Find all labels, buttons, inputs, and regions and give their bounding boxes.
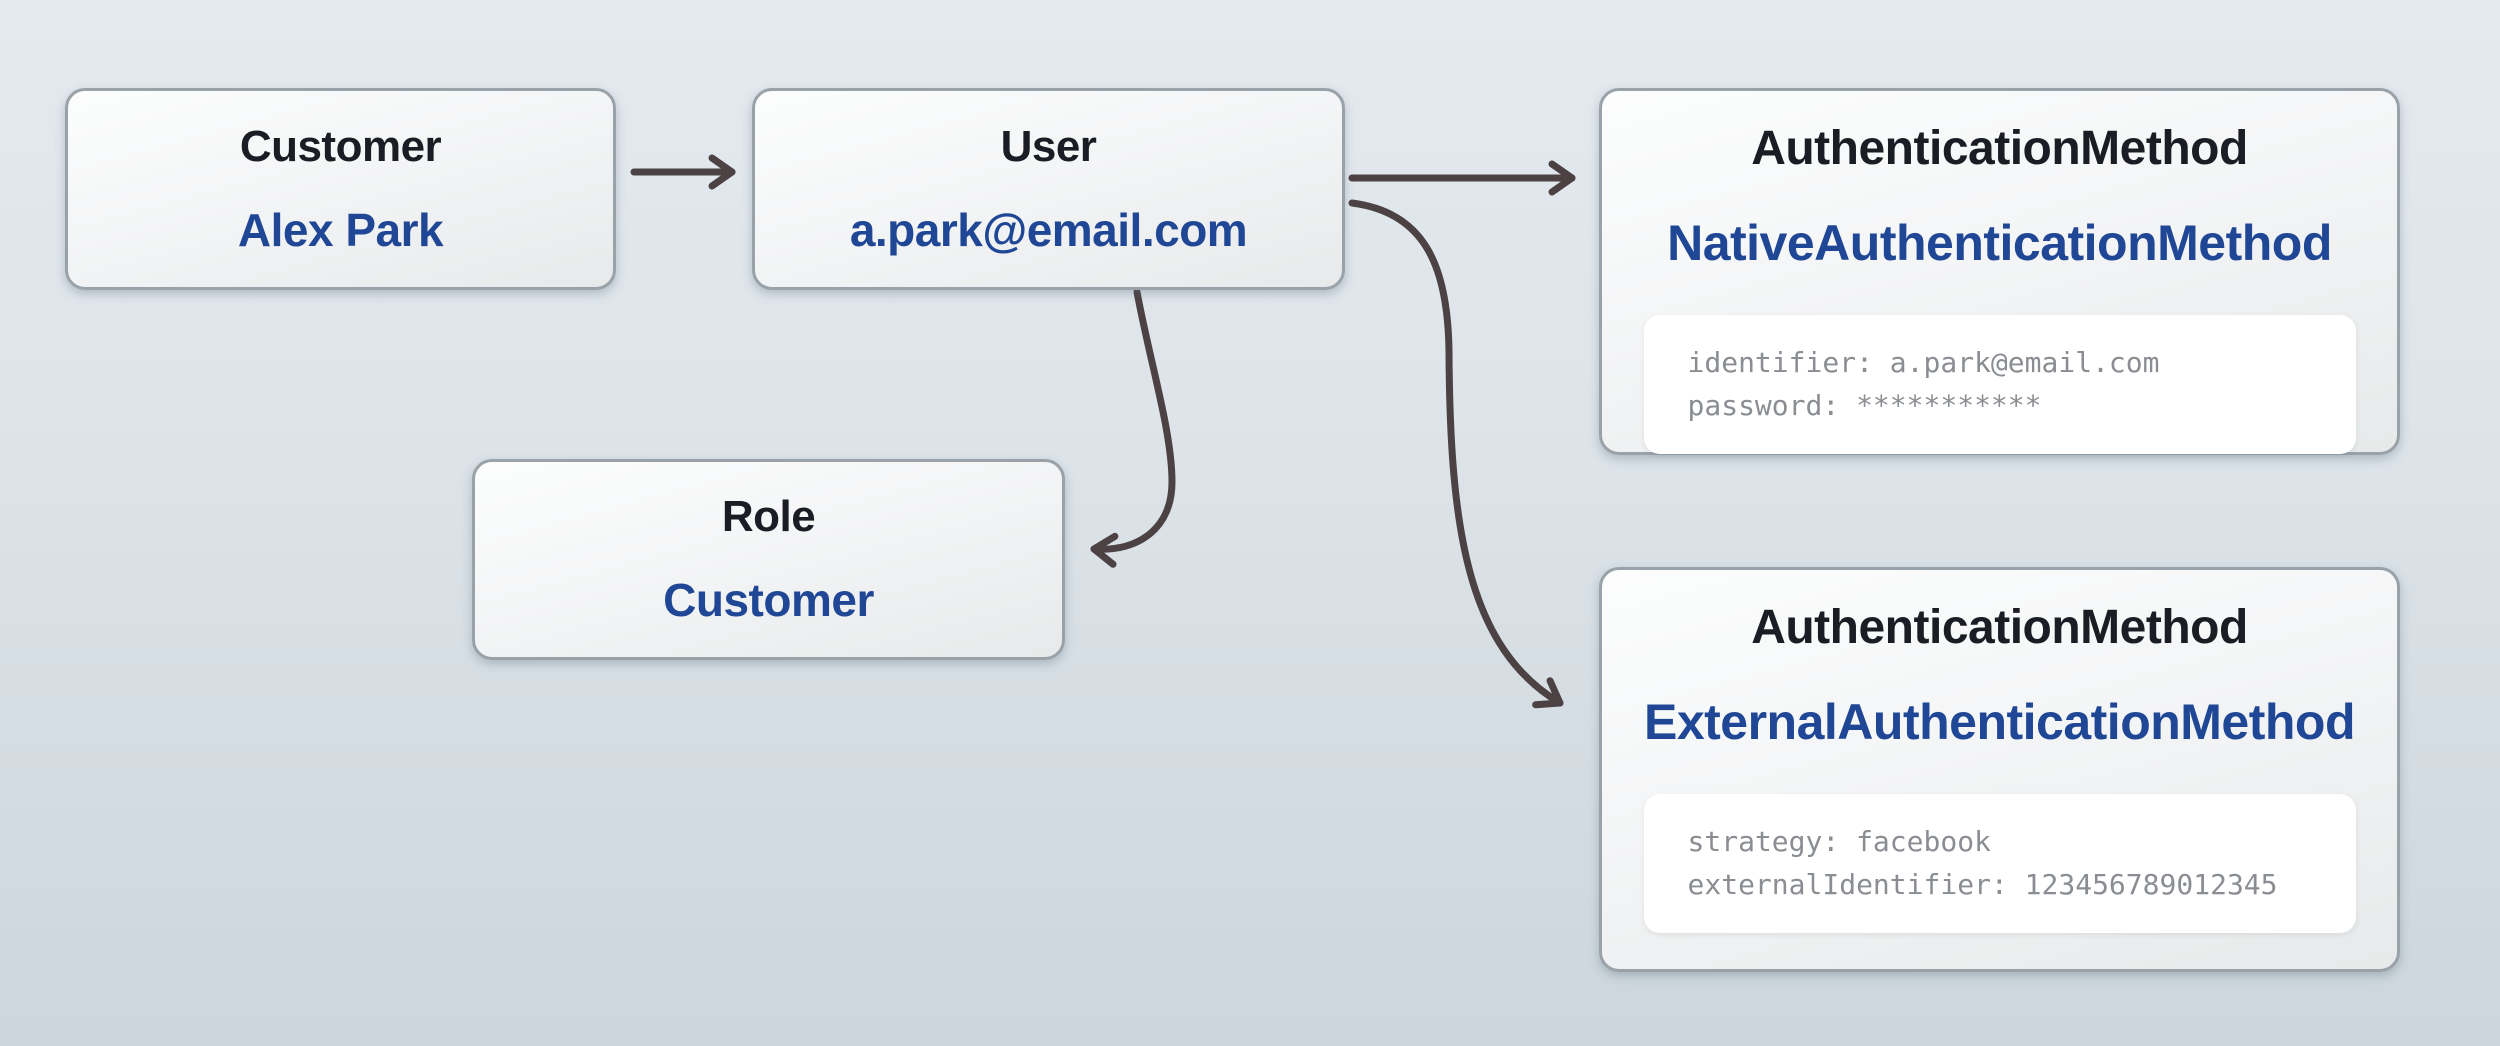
attribute-identifier: identifier: a.park@email.com (1687, 345, 2160, 379)
node-external-auth-title: AuthenticationMethod (1751, 601, 2248, 654)
edge-user-to-external-auth (1348, 199, 1564, 709)
node-native-auth-attributes: identifier: a.park@email.com password: *… (1643, 314, 2356, 454)
node-external-auth-value: ExternalAuthenticationMethod (1643, 693, 2356, 750)
node-customer-value: Alex Park (237, 203, 444, 256)
node-native-auth-value: NativeAuthenticationMethod (1667, 214, 2332, 271)
node-role-title: Role (721, 492, 816, 541)
attribute-password: password: *********** (1687, 389, 2042, 423)
node-user: User a.park@email.com (752, 88, 1345, 290)
node-external-auth-attributes: strategy: facebook externalIdentifier: 1… (1643, 793, 2356, 933)
node-native-authentication-method: AuthenticationMethod NativeAuthenticatio… (1599, 88, 2400, 455)
node-external-authentication-method: AuthenticationMethod ExternalAuthenticat… (1599, 567, 2400, 972)
node-customer-title: Customer (239, 121, 442, 171)
edge-user-to-role (1090, 288, 1176, 568)
node-user-value: a.park@email.com (849, 203, 1248, 256)
attribute-strategy: strategy: facebook (1687, 824, 1991, 858)
attribute-external-identifier: externalIdentifier: 123456789012345 (1687, 868, 2278, 902)
node-user-title: User (1000, 121, 1097, 171)
node-role: Role Customer (472, 459, 1065, 660)
node-customer: Customer Alex Park (65, 88, 616, 290)
node-role-value: Customer (663, 574, 874, 627)
node-native-auth-title: AuthenticationMethod (1751, 122, 2248, 175)
